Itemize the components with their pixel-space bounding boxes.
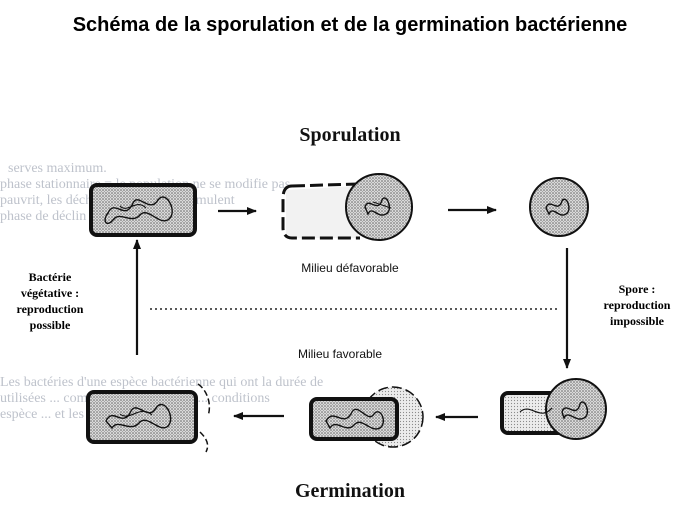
bacterie-vegetative-label: Bactérie végétative : reproduction possi…	[17, 270, 84, 332]
spore-label: Spore : reproduction impossible	[604, 282, 671, 328]
page-title: Schéma de la sporulation et de la germin…	[72, 14, 628, 36]
milieu-favorable-label: Milieu favorable	[298, 347, 382, 361]
bacterie-label-line-4: possible	[30, 318, 71, 332]
new-vegetative-bacterium	[86, 383, 211, 453]
germinating-spore	[500, 378, 607, 440]
vegetative-bacterium-cell	[89, 183, 197, 237]
forming-spore-cell	[281, 173, 413, 241]
spore-label-line-3: impossible	[610, 314, 665, 328]
free-spore	[529, 177, 589, 237]
germination-heading: Germination	[295, 480, 405, 502]
spore-label-line-2: reproduction	[604, 298, 671, 312]
bacterie-label-line-1: Bactérie	[29, 270, 72, 284]
emerging-bacterium	[309, 386, 424, 448]
spore-label-line-1: Spore :	[619, 282, 656, 296]
bacterie-label-line-2: végétative :	[21, 286, 79, 300]
sporulation-heading: Sporulation	[299, 124, 400, 146]
svg-text:serves maximum.: serves maximum.	[8, 161, 107, 176]
svg-text:Les bactéries d'une espèce bac: Les bactéries d'une espèce bactérienne q…	[0, 375, 323, 390]
bacterie-label-line-3: reproduction	[17, 302, 84, 316]
svg-text:phase de déclin: phase de déclin	[0, 209, 86, 224]
milieu-defavorable-label: Milieu défavorable	[301, 261, 399, 275]
